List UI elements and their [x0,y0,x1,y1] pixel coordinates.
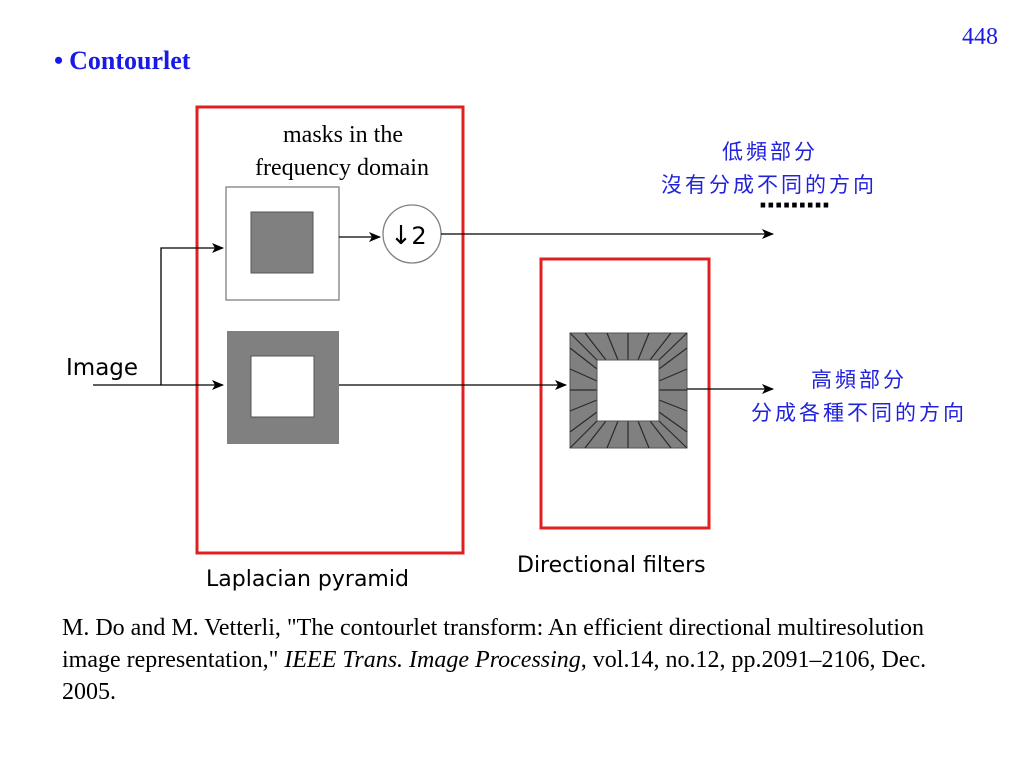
high-frequency-label-line2: 分成各種不同的方向 [751,401,967,425]
citation-journal: IEEE Trans. Image Processing [284,647,581,673]
laplacian-pyramid-box [195,105,465,555]
directional-filter-icon [569,332,688,449]
directional-filters-box [539,257,711,530]
downsample-factor: 2 [411,222,426,250]
branch-line-upper [160,243,224,385]
contourlet-diagram: Image masks in the frequency domain ↓ 2 … [66,105,967,592]
lowpass-mask-square [250,211,314,274]
directional-filters-label: Directional filters [517,553,706,578]
slide-title: •Contourlet [54,46,190,76]
citation-authors-title: M. Do and M. Vetterli, "The contourlet t… [62,615,925,673]
highpass-mask-hole [250,355,315,418]
low-frequency-label-line2: 沒有分成不同的方向 [661,173,877,197]
low-frequency-label-line1: 低頻部分 [722,140,818,164]
laplacian-pyramid-label: Laplacian pyramid [206,567,409,592]
title-bullet: • [54,46,64,75]
reference-citation: M. Do and M. Vetterli, "The contourlet t… [62,612,982,708]
page-number: 448 [962,24,998,50]
title-text: Contourlet [69,46,191,75]
high-frequency-label-line1: 高頻部分 [811,368,907,392]
downsample-arrow-icon: ↓ [390,221,412,251]
citation-details: , vol.14, no.12, pp.2091–2106, Dec. 2005… [62,647,927,705]
masks-label-line1: masks in the [283,122,403,148]
masks-label-line2: frequency domain [255,155,429,181]
continuation-dots: ········· [758,191,829,221]
input-image-label: Image [66,355,138,381]
